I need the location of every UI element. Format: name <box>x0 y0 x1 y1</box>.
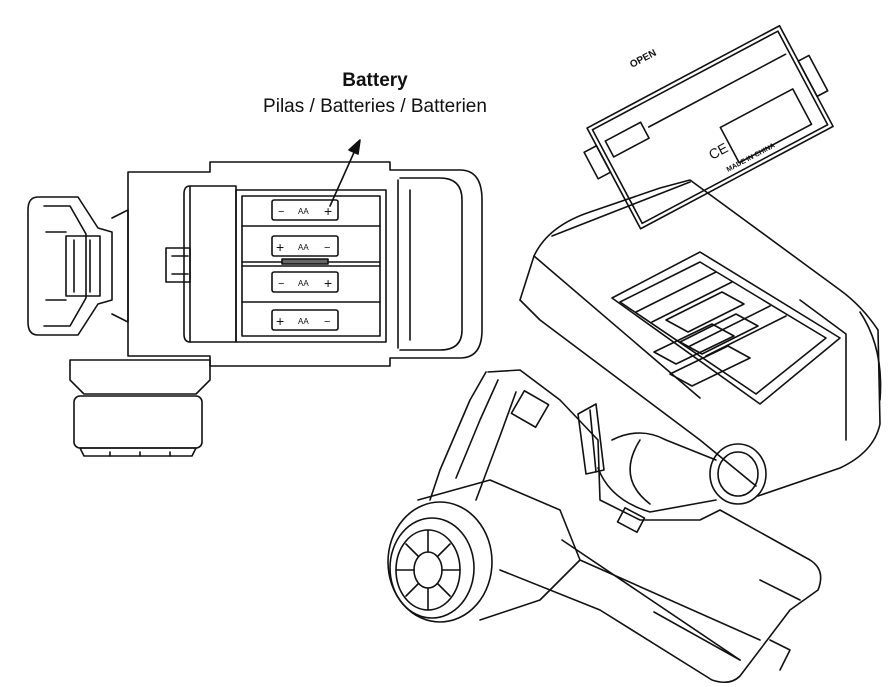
cell-1-minus: − <box>278 206 284 218</box>
cell-2-plus: + <box>276 239 284 255</box>
cell-4-plus: + <box>276 313 284 329</box>
transmitter-perspective-view <box>387 179 882 684</box>
battery-callout-subtitle: Pilas / Batteries / Batterien <box>263 96 487 117</box>
cell-2-minus: − <box>324 242 330 254</box>
cell-4-minus: − <box>324 316 330 328</box>
battery-cell-marks: − AA + + AA − − AA + + AA − <box>276 203 332 329</box>
cell-1-label: AA <box>298 207 309 216</box>
battery-callout-title: Battery <box>342 70 408 91</box>
cell-3-minus: − <box>278 278 284 290</box>
cell-2-label: AA <box>298 243 309 252</box>
cell-3-plus: + <box>324 275 332 291</box>
transmitter-top-view <box>27 161 483 457</box>
cell-4-label: AA <box>298 317 309 326</box>
cell-1-plus: + <box>324 203 332 219</box>
cover-ce-mark: CE <box>706 139 731 162</box>
cell-3-label: AA <box>298 279 309 288</box>
cover-made-in-label: MADE IN CHINA <box>726 142 777 173</box>
battery-cover <box>583 24 834 230</box>
cover-open-label: OPEN <box>628 48 658 71</box>
